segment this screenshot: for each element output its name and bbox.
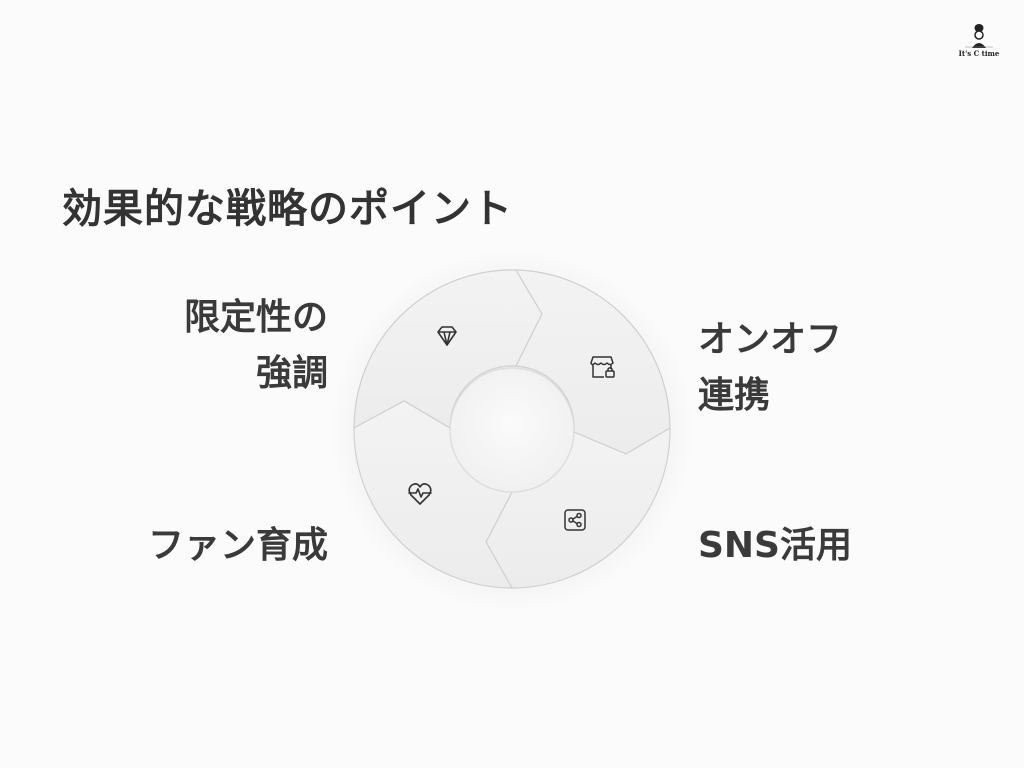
brand-logo: It's C time [955,20,1003,60]
label-line: SNS活用 [698,525,852,566]
heartbeat-icon [408,483,432,505]
label-line: オンオフ [698,319,843,360]
storefront-lock-icon [590,356,615,378]
page-title: 効果的な戦略のポイント [62,186,513,232]
segment-top-right [514,269,671,455]
segment-top-left [353,269,543,430]
chef-mascot-icon [965,24,993,48]
label-line: 連携 [698,375,771,416]
segment-label-bottom-left: ファン育成 [148,518,328,574]
label-line: ファン育成 [147,525,328,566]
logo-text: It's C time [958,49,1000,58]
cycle-diagram [330,249,694,610]
share-icon [564,509,586,531]
segment-label-top-right: オンオフ 連携 [698,312,842,424]
segment-label-top-left: 限定性の 強調 [184,290,328,402]
diamond-icon [437,326,457,346]
label-line: 強調 [255,353,328,394]
label-line: 限定性の [183,297,328,338]
center-hub [449,367,575,493]
segment-label-bottom-right: SNS活用 [698,518,852,574]
